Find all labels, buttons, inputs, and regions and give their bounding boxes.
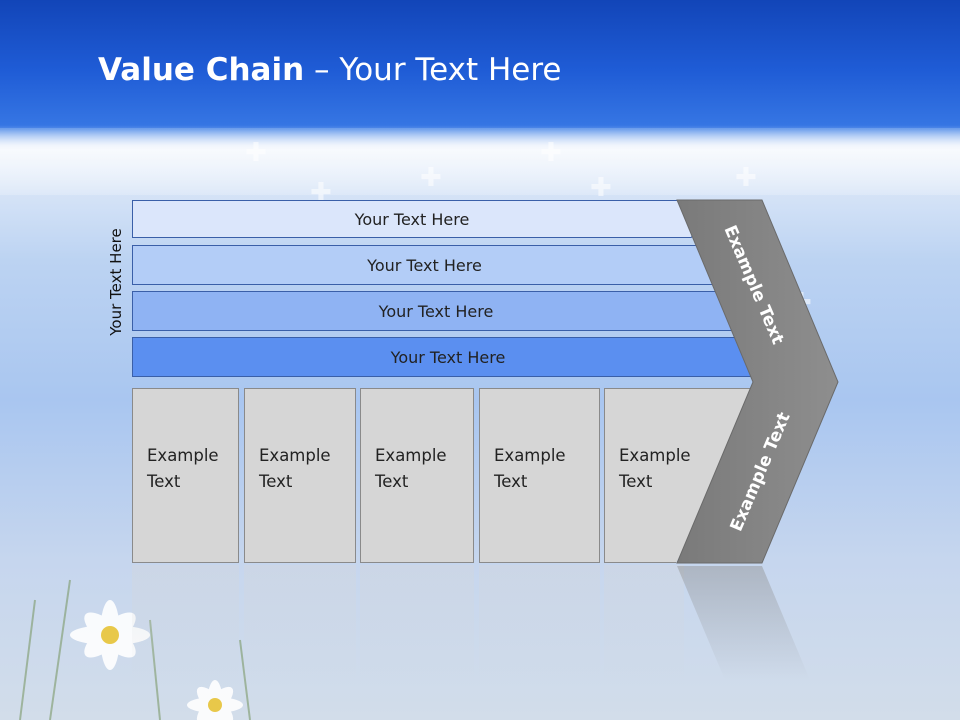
puzzle-piece-icon: ✚ <box>310 178 332 208</box>
support-bar-label: Your Text Here <box>378 301 494 321</box>
title-band <box>0 0 960 128</box>
primary-activity-box-4: Example Text <box>479 388 600 563</box>
support-bar-3: Your Text Here <box>132 291 740 331</box>
box-line-1: Example <box>259 446 331 465</box>
puzzle-piece-icon: ✚ <box>245 138 267 168</box>
primary-activity-box-1: Example Text <box>132 388 239 563</box>
box-line-1: Example <box>494 446 566 465</box>
box-line-1: Example <box>375 446 447 465</box>
support-bar-1: Your Text Here <box>132 200 692 238</box>
slide-title: Value Chain – Your Text Here <box>98 52 561 88</box>
box-line-2: Text <box>147 472 181 491</box>
chevron-reflection <box>677 566 810 680</box>
box-line-1: Example <box>619 446 691 465</box>
box-line-2: Text <box>375 472 409 491</box>
daisy-flower-icon <box>19 579 251 720</box>
primary-activity-box-2: Example Text <box>244 388 356 563</box>
reflection <box>244 565 356 685</box>
reflection <box>360 565 474 685</box>
puzzle-piece-icon: ✚ <box>420 163 442 193</box>
support-bar-label: Your Text Here <box>390 347 506 367</box>
puzzle-piece-icon: ✚ <box>540 138 562 168</box>
chevron-shape <box>676 199 839 564</box>
title-bold: Value Chain <box>98 52 305 88</box>
support-bar-label: Your Text Here <box>354 209 470 229</box>
reflection <box>479 565 600 685</box>
box-line-1: Example <box>147 446 219 465</box>
primary-activity-box-3: Example Text <box>360 388 474 563</box>
puzzle-piece-icon: ✚ <box>735 163 757 193</box>
box-line-2: Text <box>619 472 653 491</box>
support-bar-4: Your Text Here <box>132 337 764 377</box>
title-rest: – Your Text Here <box>304 52 562 88</box>
box-line-2: Text <box>259 472 293 491</box>
box-line-2: Text <box>494 472 528 491</box>
cloud-haze <box>0 125 960 195</box>
reflection <box>604 565 684 685</box>
reflection <box>132 565 239 685</box>
support-bar-label: Your Text Here <box>367 255 482 275</box>
support-bar-2: Your Text Here <box>132 245 717 285</box>
puzzle-piece-icon: ✚ <box>590 173 612 203</box>
